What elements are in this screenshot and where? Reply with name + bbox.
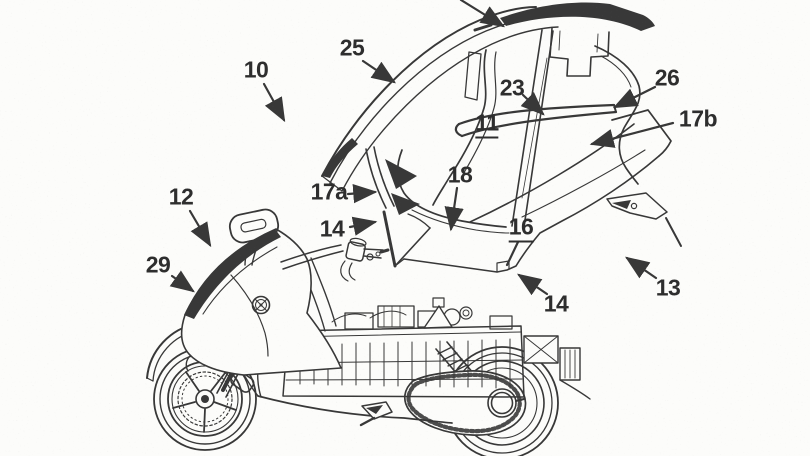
mirror-stem xyxy=(244,239,260,266)
leader-13 xyxy=(625,256,658,280)
front-fairing xyxy=(180,228,342,376)
leader-cropped-top xyxy=(459,0,506,28)
leader-23 xyxy=(520,91,545,116)
ref-label-14-front: 14 xyxy=(319,215,345,242)
seat-and-panel xyxy=(396,109,672,273)
roof-module-drawing xyxy=(321,2,682,273)
ref-label-26: 26 xyxy=(654,64,680,91)
ref-label-10: 10 xyxy=(243,56,269,83)
ref-label-23: 23 xyxy=(499,74,525,101)
underbody xyxy=(243,344,453,427)
scooter-drawing xyxy=(146,208,591,456)
ref-label-18: 18 xyxy=(447,161,473,188)
ref-label-17b: 17b xyxy=(678,105,718,132)
ref-label-13: 13 xyxy=(655,274,681,301)
leader-12 xyxy=(188,209,212,248)
leader-18 xyxy=(444,186,464,232)
backrest-pillar xyxy=(432,27,641,228)
leader-17b xyxy=(589,121,675,148)
leader-lines xyxy=(169,0,675,296)
ref-label-17a: 17a xyxy=(310,178,348,205)
belt-drive-case xyxy=(403,370,527,436)
ref-label-29: 29 xyxy=(145,251,171,278)
handlebar xyxy=(280,237,390,282)
leader-14-rear xyxy=(516,273,549,296)
leader-26 xyxy=(612,85,657,109)
leader-10 xyxy=(262,82,286,123)
windscreen xyxy=(184,229,281,319)
leader-29 xyxy=(169,270,195,293)
rear-frame xyxy=(435,335,591,400)
roof-cap xyxy=(500,2,655,32)
ref-label-14-rear: 14 xyxy=(543,290,569,317)
mirror xyxy=(228,208,280,244)
ref-label-25: 25 xyxy=(339,34,365,61)
rear-bracket xyxy=(606,192,682,247)
windshield-arch xyxy=(321,2,655,192)
battery-block xyxy=(282,297,525,398)
leader-16 xyxy=(505,240,520,267)
leader-14-front xyxy=(348,216,378,236)
ref-label-16: 16 xyxy=(508,215,534,243)
leader-25 xyxy=(361,59,397,84)
leader-17a xyxy=(346,183,378,204)
ref-label-11: 11 xyxy=(475,111,499,139)
ref-label-12: 12 xyxy=(168,183,194,210)
brand-roundel-icon xyxy=(251,295,271,315)
front-edge-wedge xyxy=(365,146,431,268)
